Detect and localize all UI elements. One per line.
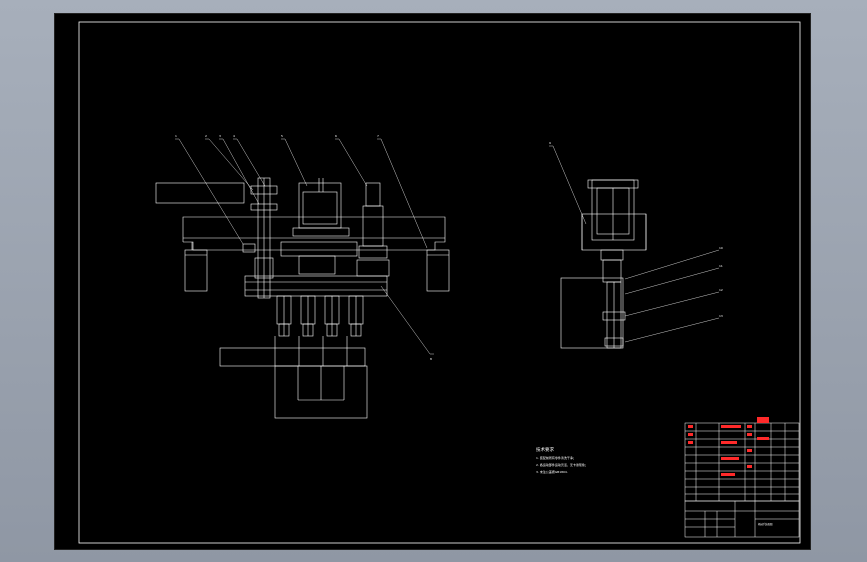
- notes-title: 技术要求: [536, 446, 554, 453]
- side-leaders: [549, 145, 720, 343]
- side-column: [560, 277, 624, 349]
- balloon-label: 2: [205, 134, 207, 138]
- notes-line: 3. 未注公差按GB1804.: [536, 469, 568, 474]
- balloon-label: 11: [719, 264, 723, 268]
- balloon-label: 6: [335, 134, 337, 138]
- lower-bar: [219, 347, 366, 367]
- side-balloon-labels: 9 10 11 12 13: [549, 141, 723, 318]
- title-block: [684, 422, 800, 538]
- balloon-label: 4: [233, 134, 235, 138]
- guide-column: [365, 182, 381, 207]
- right-foot: [426, 249, 450, 292]
- gripper-fingers: [276, 295, 364, 337]
- main-beam: [182, 216, 446, 251]
- balloon-label: 9: [549, 141, 551, 145]
- balloon-label: 12: [719, 288, 723, 292]
- technical-notes: 技术要求 1. 装配前所有零件清洗干净； 2. 各运动部件运动灵活，无卡滞现象；…: [536, 446, 588, 474]
- front-leaders: [175, 138, 434, 355]
- left-extension-bar: [155, 182, 245, 204]
- title-block-red-entries: [688, 417, 769, 476]
- drawing-name: 机械手装配图: [758, 522, 773, 526]
- side-view: [549, 145, 720, 349]
- notes-line: 2. 各运动部件运动灵活，无卡滞现象；: [536, 462, 588, 467]
- gripper-beam: [244, 275, 388, 297]
- cylinder: [298, 182, 342, 229]
- parts-list: [684, 422, 800, 502]
- front-view: [155, 138, 450, 419]
- balloon-label: 3: [219, 134, 221, 138]
- center-block: [280, 241, 358, 257]
- inner-border: [78, 21, 801, 544]
- drawing-sheet: 1 2 3 4 5 6 7 8 9 10 1: [54, 13, 811, 550]
- balloon-label: 10: [719, 246, 723, 250]
- balloon-label: 8: [430, 357, 432, 361]
- balloon-label: 13: [719, 314, 723, 318]
- left-foot: [184, 249, 208, 292]
- balloon-label: 5: [281, 134, 283, 138]
- cad-drawing: 1 2 3 4 5 6 7 8 9 10 1: [78, 21, 801, 544]
- notes-line: 1. 装配前所有零件清洗干净；: [536, 455, 576, 460]
- balloon-label: 1: [175, 134, 177, 138]
- front-balloon-labels: 1 2 3 4 5 6 7 8: [175, 134, 432, 361]
- side-bracket: [581, 213, 647, 251]
- balloon-label: 7: [377, 134, 379, 138]
